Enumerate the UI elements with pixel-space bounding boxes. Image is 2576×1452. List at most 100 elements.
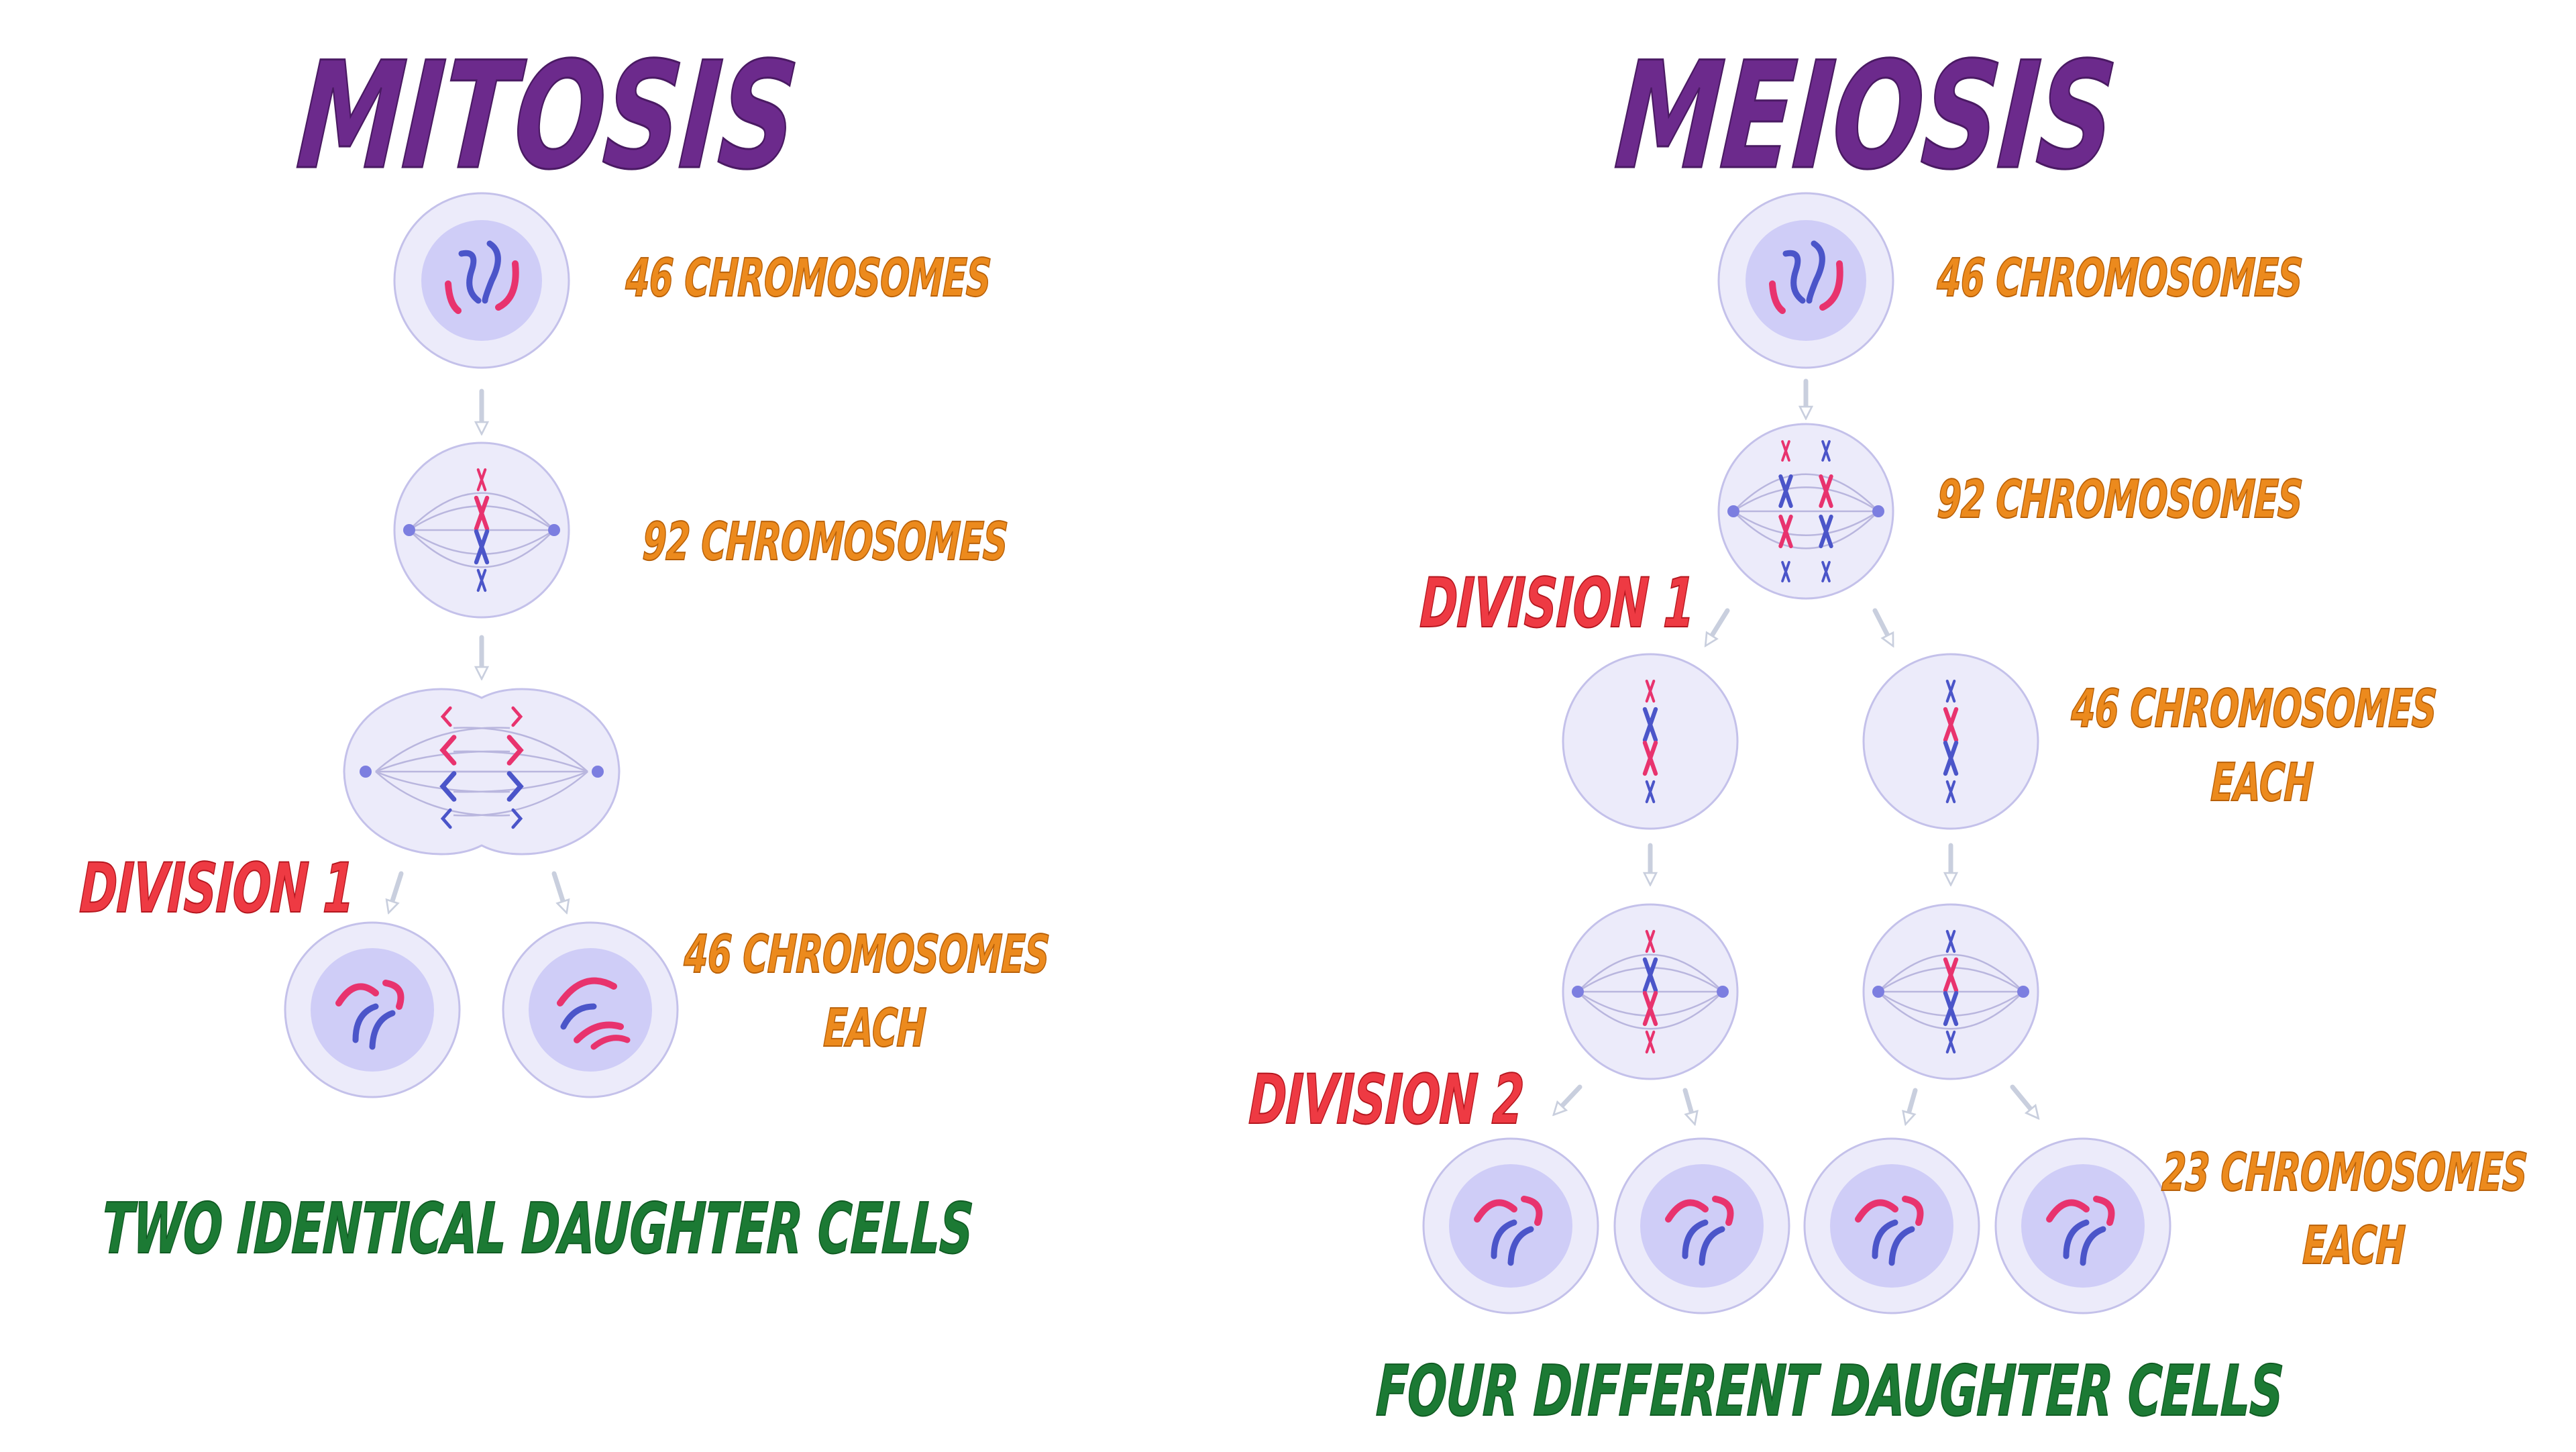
spindle-fiber [1733, 486, 1879, 513]
chromosome-x [1945, 780, 1956, 804]
meiosis-start-count: 46 CHROMOSOMES [1935, 248, 2304, 309]
chromosome-x [1645, 929, 1656, 953]
chromosome-strand [1902, 1196, 1924, 1226]
chromosome-strand [1712, 1196, 1734, 1226]
cell-membrane [1562, 653, 1739, 830]
chromosome-strand [482, 240, 501, 304]
spindle-fiber [1878, 953, 2024, 992]
centrosome [592, 766, 604, 778]
down-arrow-icon [1872, 608, 1890, 641]
chromosome-x [1819, 514, 1833, 549]
chromosome-x [474, 529, 490, 565]
chromosome-strand [511, 808, 523, 829]
mitosis-interphase-cell [393, 192, 570, 369]
centrosome [2017, 986, 2029, 998]
cell-nucleus [529, 948, 652, 1072]
chromosome-strand [557, 977, 617, 1006]
chromosome-x [1943, 957, 1959, 993]
chromosome-strand [1782, 250, 1806, 304]
chromosome-x [1821, 561, 1831, 582]
centrosome [403, 524, 415, 536]
centrosome [360, 766, 372, 778]
chromosome-strand [1699, 1226, 1725, 1266]
spindle-fiber [453, 770, 588, 793]
mitosis-daughter-cell-2 [502, 921, 679, 1098]
chromosome-strand [590, 1035, 631, 1050]
meiosis-division-2-label: DIVISION 2 [1247, 1059, 1526, 1141]
chromosome-strand [2080, 1226, 2106, 1266]
centrosome [1717, 986, 1729, 998]
mitosis-division-1-label: DIVISION 1 [78, 848, 357, 929]
spindle-fiber [409, 529, 555, 555]
chromosome-x [476, 568, 487, 592]
spindle-fiber [409, 529, 555, 568]
meiosis-metaphase-1-cell [1717, 423, 1894, 600]
mitosis-daughter-count-each: EACH [822, 998, 927, 1059]
cell-nucleus [1746, 220, 1866, 341]
chromosome-strand [506, 735, 524, 766]
chromosome-strand [439, 735, 457, 766]
chromosome-strand [439, 771, 457, 802]
meiosis-division-1-label: DIVISION 1 [1418, 563, 1697, 644]
meiosis-daughter-cell-2 [1613, 1137, 1790, 1314]
spindle-fiber [453, 727, 588, 772]
chromosome-strand [1872, 1219, 1898, 1259]
centrosome [1872, 986, 1884, 998]
chromosome-x [1642, 740, 1658, 776]
meiosis-division-1-cell-right [1862, 653, 2039, 830]
mitosis-daughter-cell-1 [284, 921, 461, 1098]
chromosome-strand [369, 1010, 396, 1050]
chromosome-x [1642, 957, 1658, 993]
chromosome-x [1781, 440, 1790, 462]
centrosome [1872, 505, 1884, 517]
spindle-fiber [375, 727, 511, 772]
chromosome-strand [445, 280, 462, 314]
mitosis-daughter-count: 46 CHROMOSOMES [682, 924, 1051, 986]
down-arrow-icon [1682, 1088, 1693, 1119]
chromosome-x [1645, 780, 1656, 804]
meiosis-metaphase-2-cell-right [1862, 903, 2039, 1080]
mitosis-summary: TWO IDENTICAL DAUGHTER CELLS [100, 1187, 975, 1270]
spindle-fiber [409, 505, 555, 531]
meiosis-division-1-cell-left [1562, 653, 1739, 830]
chromosome-strand [1682, 1219, 1709, 1259]
centrosome [548, 524, 560, 536]
meiosis-metaphase-2-cell-left [1562, 903, 1739, 1080]
chromosome-strand [2093, 1196, 2115, 1226]
chromosome-x [1943, 707, 1959, 743]
chromosome-strand [382, 980, 405, 1010]
meiosis-daughter-cell-4 [1994, 1137, 2171, 1314]
mitosis-start-count: 46 CHROMOSOMES [624, 248, 993, 309]
chromosome-x [1778, 474, 1793, 509]
spindle-fiber [1733, 510, 1879, 536]
spindle-fiber [1577, 967, 1723, 993]
down-arrow-icon [2010, 1084, 2035, 1114]
chromosome-strand [574, 1021, 624, 1043]
chromosome-strand [440, 808, 452, 829]
meiosis-division-1-count-each: EACH [2209, 752, 2314, 814]
down-arrow-icon [551, 871, 565, 907]
spindle-fiber [1733, 473, 1879, 512]
chromosome-x [1943, 990, 1959, 1027]
chromosome-strand [506, 771, 524, 802]
chromosome-strand [560, 1003, 597, 1030]
chromosome-x [1945, 929, 1956, 953]
chromosome-x [1645, 679, 1656, 703]
chromosome-strand [1806, 240, 1825, 304]
chromosome-strand [1507, 1226, 1534, 1266]
chromosome-strand [2063, 1219, 2090, 1259]
chromosome-x [1821, 440, 1831, 462]
spindle-fiber [409, 492, 555, 531]
chromosome-strand [1521, 1196, 1543, 1226]
chromosome-strand [1888, 1226, 1915, 1266]
spindle-fiber [375, 771, 511, 817]
chromosome-strand [1819, 260, 1843, 311]
meiosis-daughter-cell-1 [1422, 1137, 1599, 1314]
chromosome-strand [335, 983, 379, 1006]
chromosome-x [1645, 1030, 1656, 1054]
chromosome-strand [511, 706, 523, 727]
centrosome [1572, 986, 1584, 998]
chromosome-strand [440, 706, 452, 727]
spindle-fiber [1878, 990, 2024, 1017]
